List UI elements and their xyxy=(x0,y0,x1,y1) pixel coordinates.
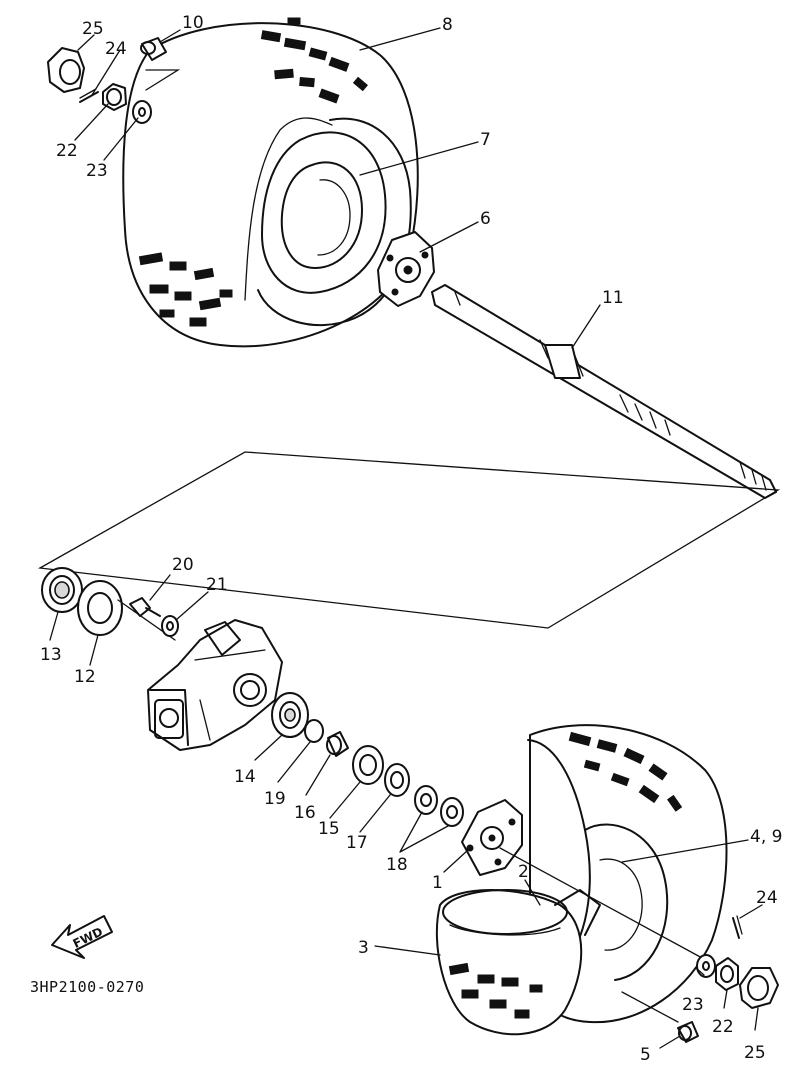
part-labels: 25 10 24 8 22 23 7 6 11 20 21 13 12 14 1… xyxy=(40,13,782,1065)
upper-tire xyxy=(122,17,419,348)
label-23-upper: 23 xyxy=(86,161,108,181)
o-ring-19 xyxy=(304,719,324,743)
bolt-20 xyxy=(129,597,161,617)
spacer-17 xyxy=(384,763,410,797)
lower-hub xyxy=(461,799,716,966)
label-5: 5 xyxy=(640,1045,651,1065)
bearing-15 xyxy=(352,745,384,785)
label-24-upper: 24 xyxy=(105,39,127,59)
label-10: 10 xyxy=(182,13,204,33)
label-2: 2 xyxy=(518,862,529,882)
label-15: 15 xyxy=(318,819,340,839)
label-14: 14 xyxy=(234,767,256,787)
label-1: 1 xyxy=(432,873,443,893)
label-22-lower: 22 xyxy=(712,1017,734,1037)
lower-small-parts xyxy=(621,915,779,1043)
diagram-code: 3HP2100-0270 xyxy=(30,978,144,996)
label-23-lower: 23 xyxy=(682,995,704,1015)
label-18: 18 xyxy=(386,855,408,875)
lower-rim-halves xyxy=(435,889,601,1036)
leader-lines xyxy=(49,27,763,1049)
collar-16 xyxy=(326,731,349,757)
seal-18 xyxy=(414,785,464,827)
label-12: 12 xyxy=(74,667,96,687)
washer-21 xyxy=(161,615,179,637)
forward-direction-arrow: FWD xyxy=(51,915,113,959)
label-21: 21 xyxy=(206,575,228,595)
rear-axle xyxy=(431,284,777,499)
label-22-upper: 22 xyxy=(56,141,78,161)
label-17: 17 xyxy=(346,833,368,853)
label-7: 7 xyxy=(480,130,491,150)
label-11: 11 xyxy=(602,288,624,308)
label-19: 19 xyxy=(264,789,286,809)
bearing-14 xyxy=(271,692,309,738)
axle-housing xyxy=(147,619,283,751)
label-4-9: 4, 9 xyxy=(750,827,782,847)
label-16: 16 xyxy=(294,803,316,823)
label-20: 20 xyxy=(172,555,194,575)
exploded-envelope-lines xyxy=(37,69,781,629)
label-6: 6 xyxy=(480,209,491,229)
oil-seal-13 xyxy=(41,567,83,613)
label-25-lower: 25 xyxy=(744,1043,766,1063)
brake-disc-12 xyxy=(77,580,176,641)
label-3: 3 xyxy=(358,938,369,958)
upper-hub xyxy=(377,231,435,307)
label-25-upper: 25 xyxy=(82,19,104,39)
label-13: 13 xyxy=(40,645,62,665)
label-24-lower: 24 xyxy=(756,888,778,908)
label-8: 8 xyxy=(442,15,453,35)
upper-small-parts xyxy=(47,37,167,124)
